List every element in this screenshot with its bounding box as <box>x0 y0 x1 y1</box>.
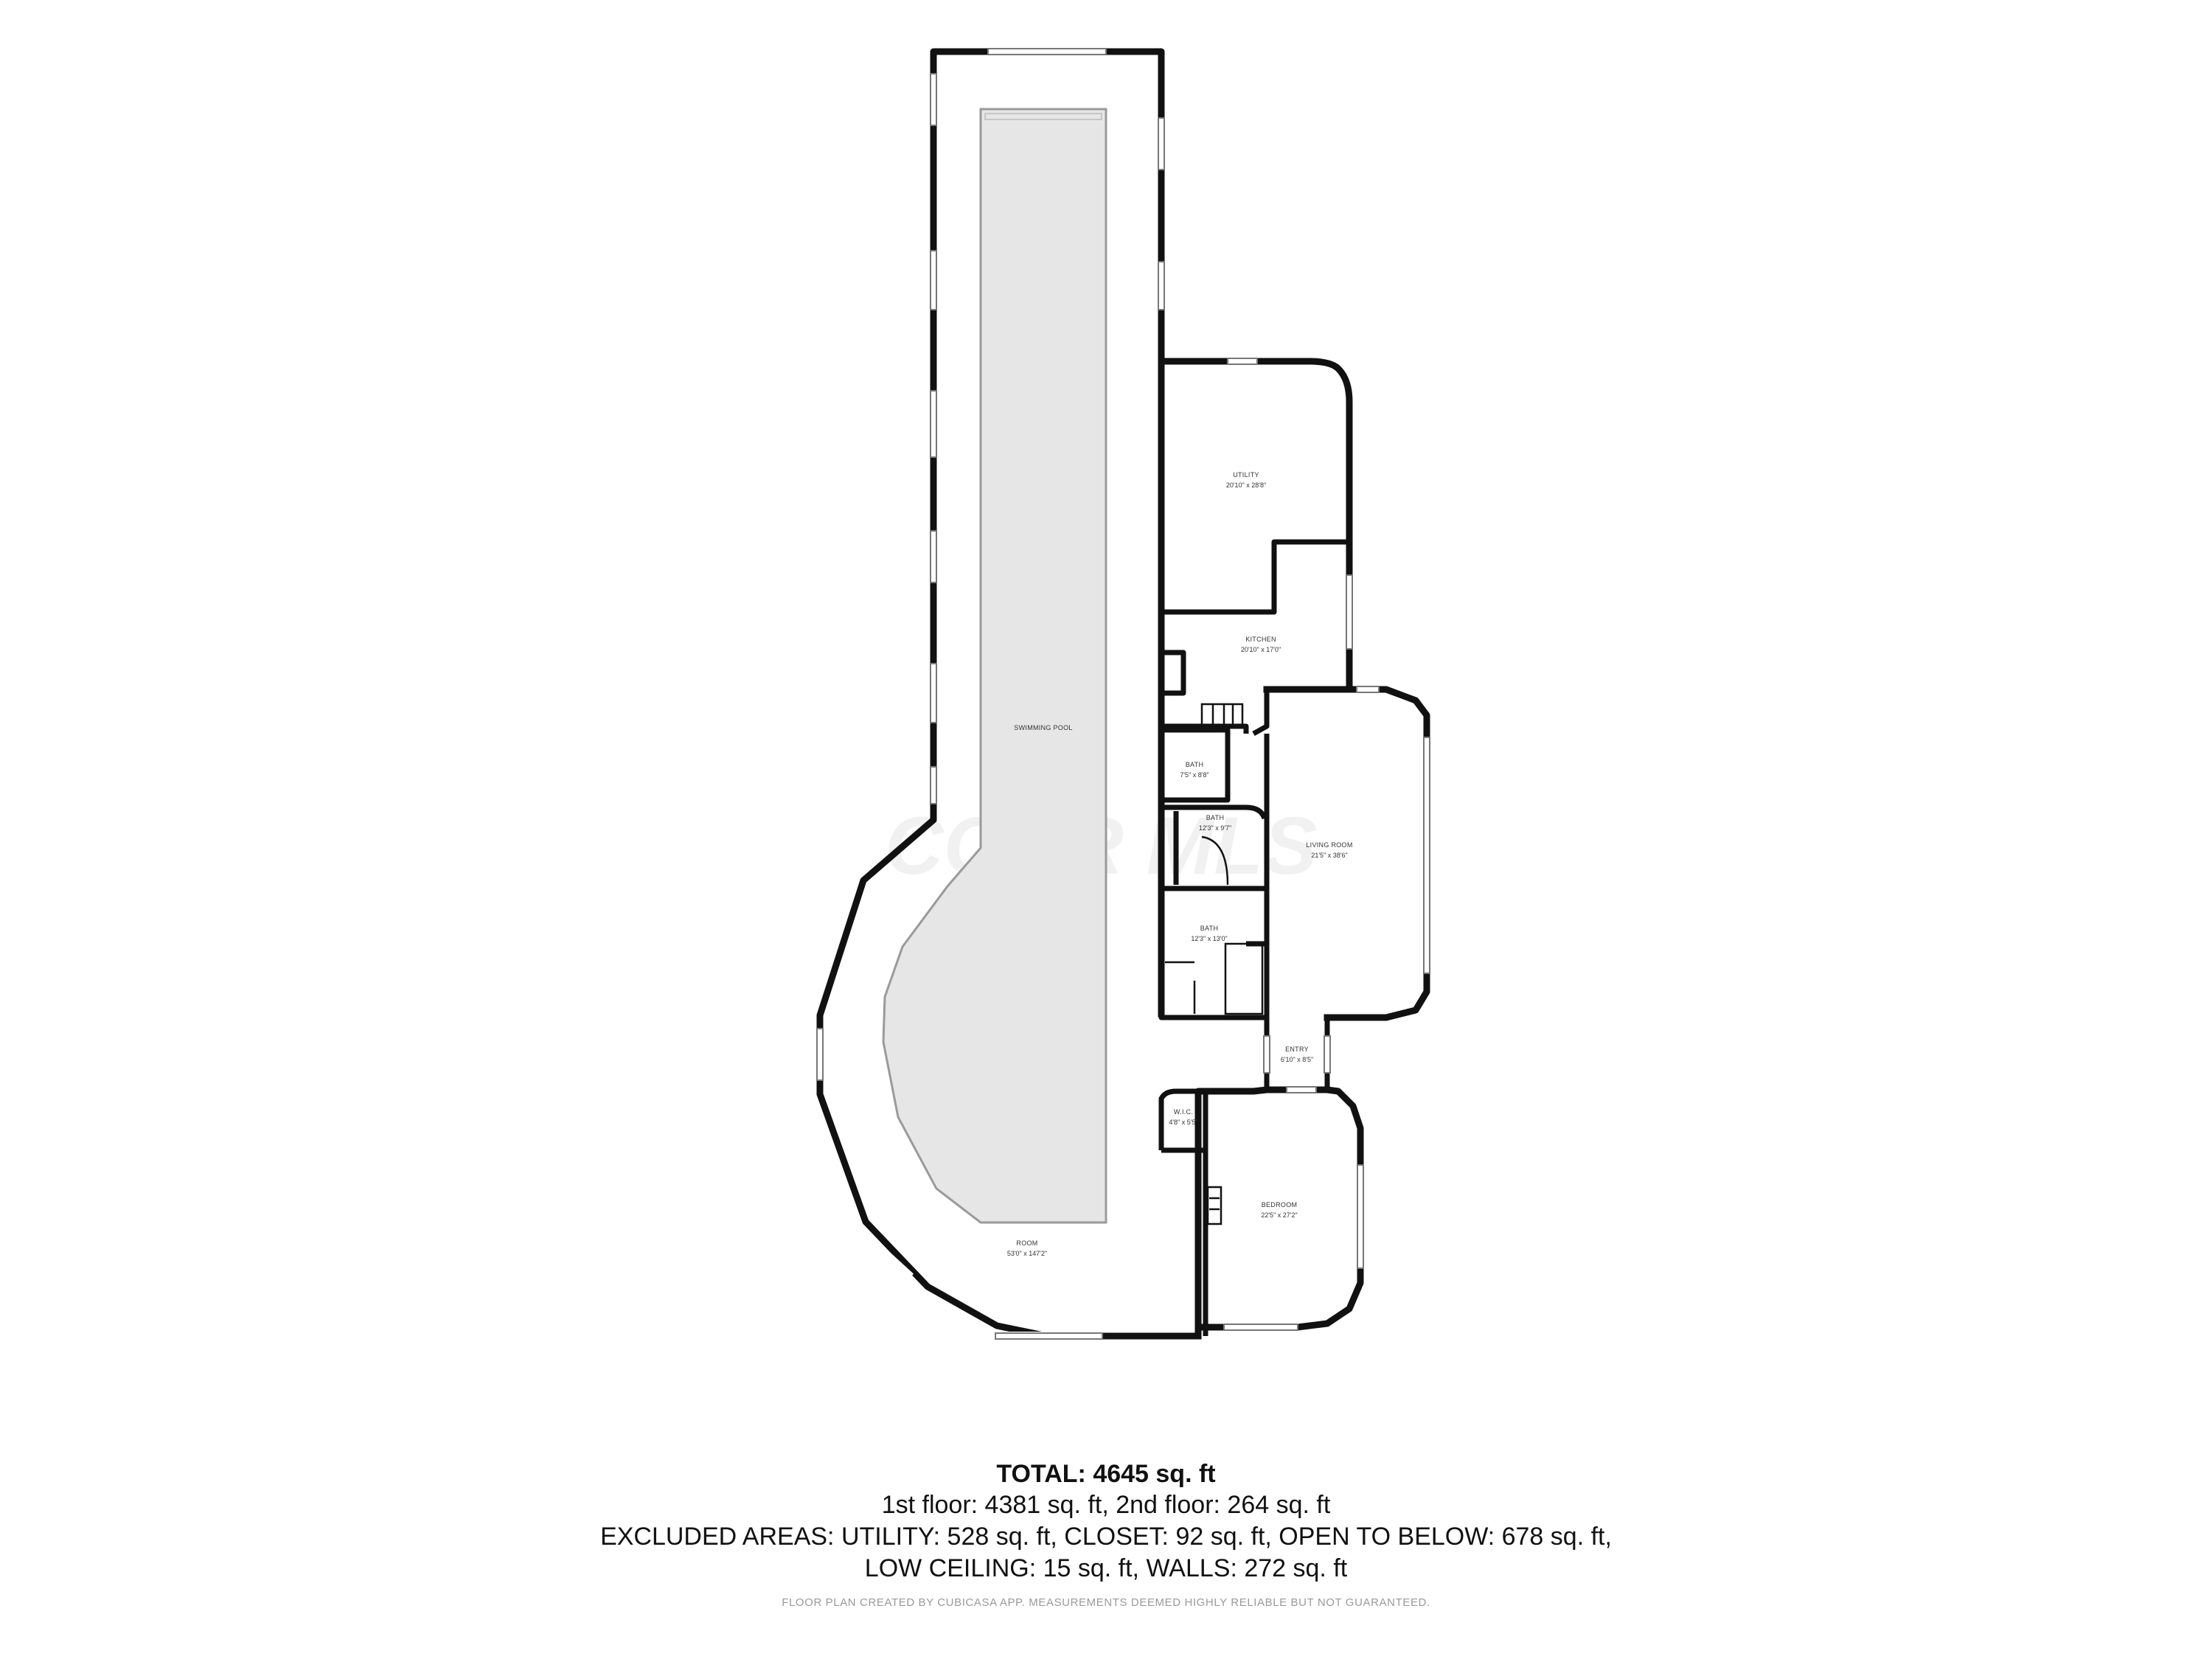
svg-text:20'10" x 17'0": 20'10" x 17'0" <box>1241 646 1281 653</box>
svg-text:KITCHEN: KITCHEN <box>1245 636 1276 643</box>
pool-wing-outer-wall <box>816 48 1202 1340</box>
svg-text:6'10" x 8'5": 6'10" x 8'5" <box>1281 1056 1313 1063</box>
svg-text:UTILITY: UTILITY <box>1233 471 1259 479</box>
room-label-wic: W.I.C. 4'8" x 5'5" <box>1169 1108 1197 1126</box>
bedroom-outer-wall <box>1194 1086 1364 1331</box>
room-label-bath-1: BATH 7'5" x 8'8" <box>1180 761 1208 779</box>
floor-areas: 1st floor: 4381 sq. ft, 2nd floor: 264 s… <box>881 1491 1331 1519</box>
bath-1-walls <box>1161 727 1231 803</box>
svg-text:BATH: BATH <box>1200 925 1219 932</box>
swimming-pool-water <box>882 108 1107 1224</box>
room-label-kitchen: KITCHEN 20'10" x 17'0" <box>1241 636 1281 653</box>
svg-text:BATH: BATH <box>1186 761 1204 768</box>
svg-text:4'8" x 5'5": 4'8" x 5'5" <box>1169 1119 1197 1126</box>
bath-2-walls <box>1161 804 1267 820</box>
excluded-areas-line-2: LOW CEILING: 15 sq. ft, WALLS: 272 sq. f… <box>864 1554 1348 1582</box>
svg-text:BATH: BATH <box>1206 814 1225 821</box>
room-label-utility: UTILITY 20'10" x 28'8" <box>1226 471 1266 489</box>
svg-text:12'3" x 9'7": 12'3" x 9'7" <box>1199 824 1231 832</box>
room-label-entry: ENTRY 6'10" x 8'5" <box>1281 1046 1313 1063</box>
utility-partition-wall <box>1161 539 1349 615</box>
room-label-living-room: LIVING ROOM 21'5" x 38'6" <box>1306 841 1352 859</box>
svg-text:LIVING ROOM: LIVING ROOM <box>1306 841 1352 849</box>
utility-kitchen-outer-wall <box>1158 358 1353 693</box>
room-label-bedroom: BEDROOM 22'5" x 27'2" <box>1261 1201 1297 1219</box>
svg-text:22'5" x 27'2": 22'5" x 27'2" <box>1261 1211 1297 1219</box>
total-area: TOTAL: 4645 sq. ft <box>0 1458 2212 1489</box>
svg-text:20'10" x 28'8": 20'10" x 28'8" <box>1226 481 1266 489</box>
svg-text:BEDROOM: BEDROOM <box>1262 1201 1298 1208</box>
svg-text:ROOM: ROOM <box>1016 1239 1037 1247</box>
excluded-areas-line-1: EXCLUDED AREAS: UTILITY: 528 sq. ft, CLO… <box>600 1523 1612 1551</box>
area-summary: TOTAL: 4645 sq. ft 1st floor: 4381 sq. f… <box>0 1458 2212 1609</box>
room-label-bath-3: BATH 12'3" x 13'0" <box>1191 925 1227 942</box>
bath-3-walls <box>1158 888 1267 1020</box>
wic-walls <box>1158 1088 1206 1153</box>
total-value: 4645 sq. ft <box>1093 1460 1216 1488</box>
credit-disclaimer: FLOOR PLAN CREATED BY CUBICASA APP. MEAS… <box>782 1596 1430 1609</box>
svg-text:ENTRY: ENTRY <box>1285 1046 1309 1053</box>
room-label-room: ROOM 53'0" x 147'2" <box>1007 1239 1047 1257</box>
total-label: TOTAL: <box>996 1460 1086 1488</box>
svg-text:12'3" x 13'0": 12'3" x 13'0" <box>1191 935 1227 942</box>
svg-text:7'5" x 8'8": 7'5" x 8'8" <box>1180 771 1208 779</box>
room-label-swimming-pool: SWIMMING POOL <box>1014 724 1072 731</box>
room-label-bath-2: BATH 12'3" x 9'7" <box>1199 814 1231 832</box>
svg-text:W.I.C.: W.I.C. <box>1174 1108 1193 1116</box>
svg-text:53'0" x 147'2": 53'0" x 147'2" <box>1007 1250 1047 1257</box>
svg-text:SWIMMING POOL: SWIMMING POOL <box>1014 724 1072 731</box>
svg-text:21'5" x 38'6": 21'5" x 38'6" <box>1311 852 1347 859</box>
